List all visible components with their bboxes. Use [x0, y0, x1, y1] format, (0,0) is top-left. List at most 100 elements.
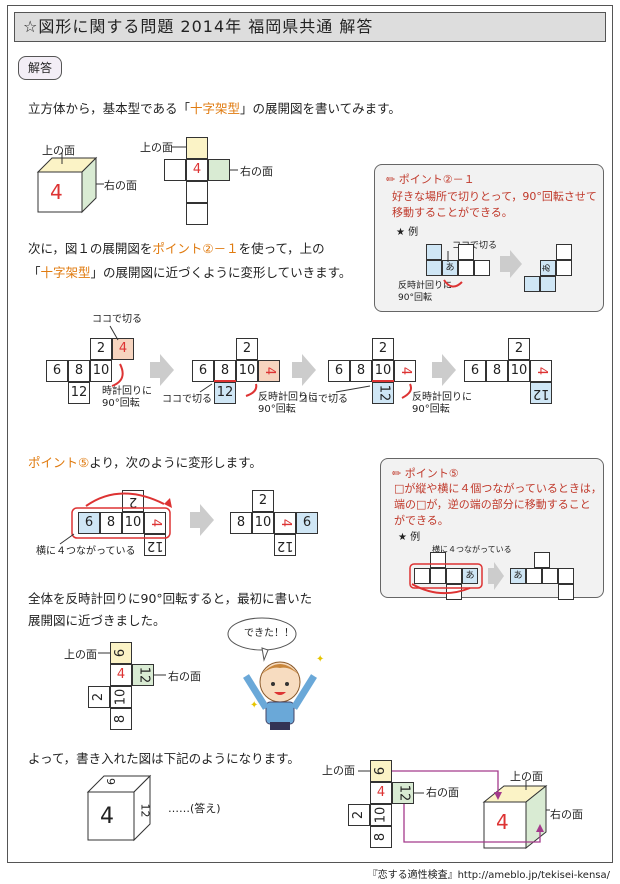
- final-cube-right-label: 右の面: [550, 808, 583, 821]
- seqA-cell: 10: [90, 360, 112, 382]
- net1-right-label: 右の面: [240, 165, 273, 178]
- step1-pre: 次に，図１の展開図を: [28, 241, 153, 256]
- seqE-cell: 6: [78, 512, 100, 534]
- p5r-cell: [542, 568, 558, 584]
- seqA-cell: 2: [90, 338, 112, 360]
- step5-text: ポイント⑤より，次のように変形します。: [28, 454, 262, 472]
- p5-cell: [446, 568, 462, 584]
- seqC-cell: 8: [350, 360, 372, 382]
- seqE-cell-4: 4: [144, 512, 166, 534]
- seqC-ccw-1: 反時計回りに: [412, 392, 472, 403]
- seqC-cell: 2: [372, 338, 394, 360]
- p5-cell-a: あ: [462, 568, 478, 584]
- speech-bubble-text: できた！！: [244, 628, 294, 639]
- seqF-cell: 8: [230, 512, 252, 534]
- seqE-cell-12: 12: [144, 534, 166, 556]
- p2r-cell-a: あ: [540, 260, 556, 276]
- step5-hl: ポイント⑤: [28, 455, 90, 470]
- netG-cell-2: 2: [88, 686, 110, 708]
- seqC-cell-12: 12: [372, 382, 394, 404]
- p5r-cell-a: あ: [510, 568, 526, 584]
- seqA-cw-2: 90°回転: [102, 398, 140, 409]
- p2r-cell: [540, 276, 556, 292]
- point5-body-2: 端の□が，逆の端の部分に移動すること: [394, 498, 591, 511]
- seqB-cut-label: ココで切る: [162, 394, 212, 405]
- p2-cell: [426, 260, 442, 276]
- rotate-text-1: 全体を反時計回りに90°回転すると，最初に書いた: [28, 591, 313, 606]
- seqA-cell: 6: [46, 360, 68, 382]
- intro-pre: 立方体から，基本型である「: [28, 101, 191, 116]
- point5-example: ★ 例: [398, 532, 421, 543]
- seqA-cell: 12: [68, 382, 90, 404]
- netH-cell-4: 4: [370, 782, 392, 804]
- seqB-cell: 2: [236, 338, 258, 360]
- seqB-ccw-1: 反時計回りに: [258, 392, 318, 403]
- point5-title-text: ポイント⑤: [404, 467, 459, 480]
- answer-badge: 解答: [18, 56, 62, 80]
- seqA-cut-label: ココで切る: [92, 314, 142, 325]
- seqB-cell: 12: [214, 382, 236, 404]
- step2-hl: 十字架型: [40, 265, 91, 280]
- page-frame: [7, 5, 613, 863]
- point5-body-3: ができる。: [394, 514, 449, 527]
- seqD-cell-12: 12: [530, 382, 552, 404]
- p2r-cell: [524, 276, 540, 292]
- p2-rotate-2: 90°回転: [398, 293, 432, 303]
- point2-example: ★ 例: [396, 227, 419, 238]
- seqD-cell: 2: [508, 338, 530, 360]
- net1-cell: [186, 181, 208, 203]
- final-cube-number: 4: [496, 810, 509, 834]
- p5-cell: [430, 568, 446, 584]
- footer-credit: 『恋する適性検査』http://ameblo.jp/tekisei-kensa/: [367, 870, 610, 881]
- net1-cell: [186, 203, 208, 225]
- cube1-number: 4: [50, 180, 63, 204]
- step2-pre: 「: [28, 265, 41, 280]
- p2-cell: [458, 244, 474, 260]
- netH-top-label: 上の面: [322, 764, 355, 777]
- seqB-cell: 6: [192, 360, 214, 382]
- seqB-cell-4: 4: [258, 360, 280, 382]
- point2-body-2: 移動することができる。: [392, 206, 513, 219]
- seqC-cell-4: 4: [394, 360, 416, 382]
- point2-title-text: ポイント②－１: [398, 173, 475, 186]
- intro-text: 立方体から，基本型である「十字架型」の展開図を書いてみます。: [28, 100, 401, 118]
- point5-four-row: 横に４つながっている: [432, 545, 512, 554]
- seqA-cell: 8: [68, 360, 90, 382]
- p5r-cell: [526, 568, 542, 584]
- seqD-cell: 8: [486, 360, 508, 382]
- svg-text:✦: ✦: [316, 654, 324, 665]
- point2-title: ✏ ポイント②－１: [386, 173, 475, 186]
- p2-cell: [474, 260, 490, 276]
- netG-right-label: 右の面: [168, 670, 201, 683]
- net1-right-cell: [208, 159, 230, 181]
- seqC-cut-label: ココで切る: [298, 394, 348, 405]
- intro-post: 」の展開図を書いてみます。: [240, 101, 401, 116]
- netH-cell-6: 6: [370, 760, 392, 782]
- seqF-cell: 2: [252, 490, 274, 512]
- net1-center-cell: 4: [186, 159, 208, 181]
- point5-body-1: □が縦や横に４個つながっているときは，: [394, 482, 602, 495]
- netH-cell-10: 10: [370, 804, 392, 826]
- net1-top-label: 上の面: [140, 141, 173, 154]
- p2r-cell: [556, 260, 572, 276]
- seqF-cell-12: 12: [274, 534, 296, 556]
- point2-cut-label: ココで切る: [452, 241, 498, 251]
- seqA-cell: 4: [112, 338, 134, 360]
- answer-cube-front: 4: [100, 804, 114, 829]
- p2-rotate-1: 反時計回りに: [398, 281, 453, 291]
- netH-cell-8: 8: [370, 826, 392, 848]
- svg-text:✦: ✦: [250, 700, 258, 711]
- cube1-top-label: 上の面: [42, 144, 75, 157]
- step-text-2: 「十字架型」の展開図に近づくように変形していきます。: [28, 264, 351, 282]
- seqB-cell: 10: [236, 360, 258, 382]
- seqE-four-row: 横に４つながっている: [36, 546, 136, 557]
- net1-top-cell: [186, 137, 208, 159]
- netG-top-label: 上の面: [64, 648, 97, 661]
